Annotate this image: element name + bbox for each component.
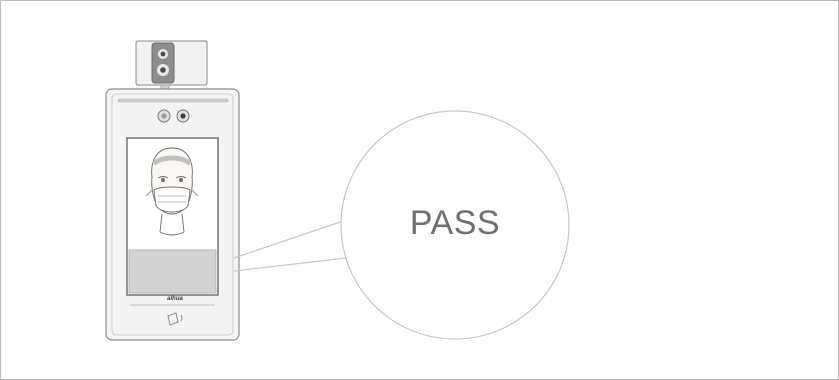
callout-pointer	[233, 218, 350, 272]
masked-face-avatar	[145, 147, 199, 236]
card-reader-icon	[167, 312, 183, 326]
camera-module	[135, 40, 208, 91]
terminal-body	[105, 88, 240, 341]
pass-status-text: PASS	[409, 204, 501, 242]
brand-logo: alhua	[167, 296, 183, 302]
callout-bubble	[340, 110, 570, 340]
sensor-icon	[157, 109, 190, 123]
screen-status-box	[128, 249, 217, 294]
dual-lens-camera-icon	[151, 42, 175, 84]
